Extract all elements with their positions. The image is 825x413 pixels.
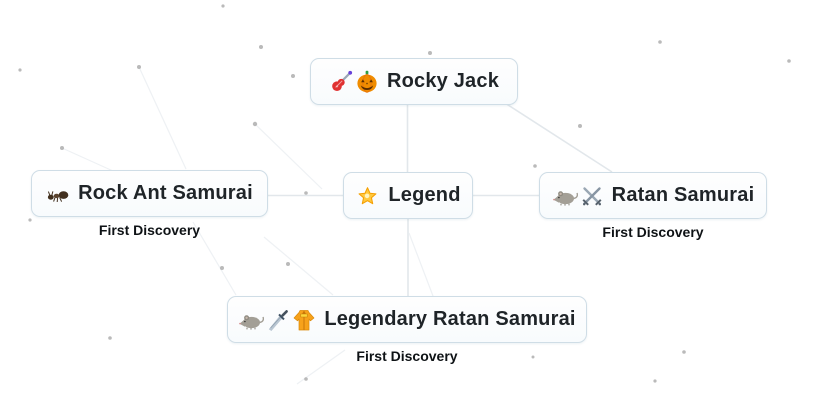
- item-icons: [46, 182, 70, 206]
- faint-particle-lines: [61, 66, 434, 385]
- kimono-icon: [293, 309, 315, 330]
- item-box[interactable]: Legendary Ratan Samurai: [227, 296, 587, 343]
- item-icons: [552, 184, 604, 208]
- ant-icon: [48, 190, 69, 202]
- item-box[interactable]: Rocky Jack: [310, 58, 518, 105]
- item-box[interactable]: Legend: [343, 172, 473, 219]
- item-label: Ratan Samurai: [611, 184, 755, 206]
- craft-item-legend[interactable]: Legend: [343, 172, 473, 219]
- item-icons: [238, 308, 316, 332]
- item-icons: [329, 70, 379, 94]
- connector-lines: [268, 102, 613, 296]
- item-box[interactable]: Ratan Samurai: [539, 172, 767, 219]
- background-particles: [18, 4, 791, 383]
- item-label: Legendary Ratan Samurai: [324, 308, 576, 330]
- item-label: Legend: [388, 184, 461, 206]
- rat-icon: [239, 314, 265, 330]
- item-label: Rock Ant Samurai: [78, 182, 253, 204]
- jack-o-lantern-icon: [357, 70, 377, 93]
- item-box[interactable]: Rock Ant Samurai: [31, 170, 268, 217]
- item-label: Rocky Jack: [386, 70, 500, 92]
- electric-guitar-icon: [332, 70, 353, 91]
- item-icons: [355, 183, 380, 208]
- craft-item-legendary-ratan-samurai[interactable]: Legendary Ratan Samurai First Discovery: [227, 296, 587, 363]
- craft-item-ratan-samurai[interactable]: Ratan Samurai First Discovery: [539, 172, 767, 239]
- craft-item-rock-ant-samurai[interactable]: Rock Ant Samurai First Discovery: [31, 170, 268, 237]
- dagger-icon: [269, 309, 289, 331]
- first-discovery-label: First Discovery: [356, 348, 458, 364]
- crossed-swords-icon: [582, 186, 602, 206]
- first-discovery-label: First Discovery: [98, 222, 201, 238]
- rat-icon: [552, 190, 578, 206]
- craft-item-rocky-jack[interactable]: Rocky Jack: [310, 58, 518, 105]
- first-discovery-label: First Discovery: [602, 224, 704, 240]
- glowing-star-icon: [358, 187, 377, 205]
